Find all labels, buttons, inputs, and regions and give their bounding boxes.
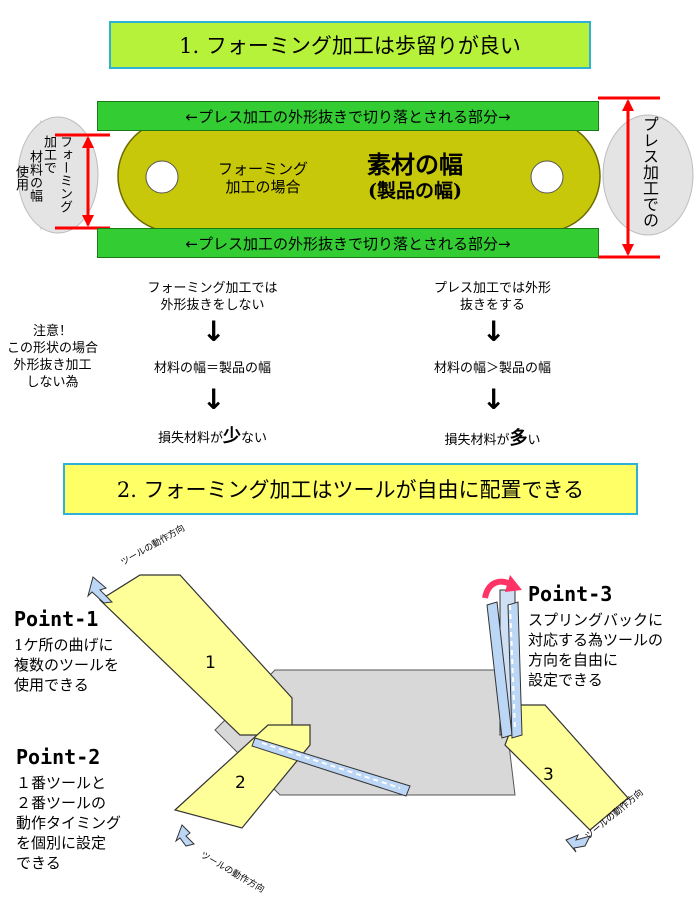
- point2-text: １番ツールと ２番ツールの 動作タイミング を個別に設定 できる: [16, 773, 121, 873]
- tool-1: [99, 574, 293, 736]
- point2-line5: できる: [16, 854, 61, 872]
- point3-text: スプリングバックに 対応する為ツールの 方向を自由に 設定できる: [528, 610, 663, 690]
- press-loss: 損失材料が多い: [400, 424, 585, 450]
- width-label: 素材の幅 (製品の幅): [345, 150, 485, 202]
- note-line4: しない為: [26, 375, 79, 390]
- tool-number-3: 3: [543, 765, 554, 785]
- right-gray-part: [602, 114, 694, 236]
- press-line1: プレス加工では外形: [433, 281, 551, 296]
- point3-line4: 設定できる: [528, 671, 603, 689]
- point1-title: Point-1: [14, 607, 99, 631]
- tool-3: [504, 704, 629, 831]
- left-vertical-col4: 使用: [13, 165, 28, 191]
- forming-arrow-2: ↓: [202, 383, 226, 416]
- press-equation: 材料の幅＞製品の幅: [433, 361, 551, 376]
- press-loss-suffix: い: [527, 433, 541, 448]
- press-loss-prefix: 損失材料が: [444, 433, 510, 448]
- tool-3-direction-arrow: [565, 834, 591, 853]
- point1-line3: 使用できる: [14, 676, 89, 694]
- forming-description: フォーミング加工では 外形抜きをしない: [120, 280, 305, 314]
- press-description: プレス加工では外形 抜きをする: [400, 280, 585, 314]
- note-line1: 注意！: [32, 324, 72, 339]
- tool-diagram: [87, 574, 629, 853]
- cutoff-band-bottom: ←プレス加工の外形抜きで切り落とされる部分→: [97, 228, 599, 258]
- tool-2-direction-arrow: [174, 824, 195, 847]
- part-label: フォーミング 加工の場合: [198, 160, 328, 196]
- point2-title: Point-2: [16, 745, 101, 769]
- point2-line4: を個別に設定: [16, 834, 107, 852]
- point1-text: 1ケ所の曲げに 複数のツールを 使用できる: [14, 635, 119, 695]
- width-label-main: 素材の幅: [367, 150, 463, 179]
- forming-loss-suffix: ない: [241, 431, 268, 446]
- part-label-line2: 加工の場合: [225, 178, 301, 196]
- forming-arrow-1: ↓: [202, 315, 226, 348]
- forming-loss-prefix: 損失材料が: [157, 431, 223, 446]
- press-arrow-1: ↓: [482, 315, 506, 348]
- width-label-sub: (製品の幅): [368, 180, 462, 202]
- point2-line2: ２番ツールの: [16, 794, 107, 812]
- note-line2: この形状の場合: [6, 341, 98, 356]
- forming-line2: 外形抜きをしない: [160, 298, 265, 313]
- press-line2: 抜きをする: [459, 298, 525, 313]
- forming-line1: フォーミング加工では: [147, 281, 278, 296]
- tool-1-direction-arrow: [87, 576, 114, 604]
- forming-loss: 損失材料が少ない: [120, 422, 305, 448]
- part-label-line1: フォーミング: [217, 160, 308, 178]
- point1-line1: 1ケ所の曲げに: [14, 636, 114, 654]
- point2-line1: １番ツールと: [16, 774, 107, 792]
- section2-title: 2. フォーミング加工はツールが自由に配置できる: [63, 463, 638, 515]
- left-vertical-col3: 材料の幅: [27, 150, 42, 202]
- point3-line3: 方向を自由に: [528, 651, 619, 669]
- section1-title: 1. フォーミング加工は歩留りが良い: [109, 21, 591, 69]
- left-vertical-col1: フォーミング: [57, 135, 72, 213]
- press-arrow-2: ↓: [482, 383, 506, 416]
- yield-diagram: [17, 96, 694, 259]
- left-hole: [145, 160, 179, 194]
- tool-number-2: 2: [235, 773, 246, 793]
- press-loss-big: 多: [509, 428, 528, 449]
- forming-loss-big: 少: [223, 426, 241, 447]
- tool-number-1: 1: [205, 653, 216, 673]
- point3-line2: 対応する為ツールの: [528, 631, 664, 649]
- left-vertical-col2: 加工で: [41, 135, 56, 174]
- point3-title: Point-3: [528, 582, 613, 606]
- right-vertical-text: プレス加工での: [640, 116, 659, 228]
- cutoff-band-top: ←プレス加工の外形抜きで切り落とされる部分→: [97, 101, 599, 131]
- left-gray-part: [17, 116, 99, 234]
- forming-equation: 材料の幅＝製品の幅: [153, 361, 271, 376]
- right-hole: [530, 160, 564, 194]
- point3-line1: スプリングバックに: [528, 611, 664, 629]
- point2-line3: 動作タイミング: [16, 814, 122, 832]
- note-line3: 外形抜き加工: [13, 358, 92, 373]
- note: 注意！ この形状の場合 外形抜き加工 しない為: [0, 323, 105, 391]
- point1-line2: 複数のツールを: [14, 656, 120, 674]
